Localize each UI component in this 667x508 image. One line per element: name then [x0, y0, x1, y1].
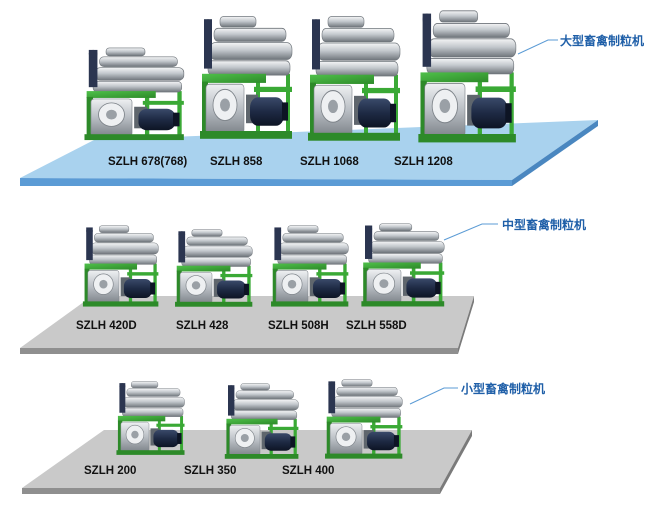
- model-label: SZLH 858: [210, 156, 263, 168]
- medium-machines: [82, 223, 445, 308]
- category-callout-line: [409, 387, 458, 405]
- machine-szlh-508h: [270, 225, 349, 307]
- category-label-medium: 中型畜禽制粒机: [502, 217, 586, 232]
- machine-szlh-420d: [82, 225, 159, 307]
- model-label: SZLH 1068: [300, 156, 359, 168]
- machine-szlh-428: [174, 229, 253, 308]
- model-label: SZLH 200: [84, 465, 136, 477]
- small-machines: [116, 379, 403, 460]
- model-label: SZLH 420D: [76, 320, 137, 332]
- machine-szlh-678: [83, 47, 185, 141]
- model-label: SZLH 428: [176, 320, 229, 332]
- machine-szlh-558d: [360, 223, 445, 307]
- category-callout-line: [517, 39, 558, 55]
- category-callout-line: [443, 223, 498, 241]
- model-label: SZLH 350: [184, 465, 236, 477]
- model-label: SZLH 400: [282, 465, 334, 477]
- model-label: SZLH 508H: [268, 320, 329, 332]
- large-machines: [83, 10, 517, 144]
- machine-szlh-350: [224, 383, 299, 460]
- category-label-small: 小型畜禽制粒机: [461, 381, 545, 396]
- machine-szlh-1068: [307, 15, 401, 142]
- model-label: SZLH 1208: [394, 156, 453, 168]
- medium-platform: [20, 296, 474, 354]
- category-label-large: 大型畜禽制粒机: [560, 33, 644, 48]
- machine-szlh-1208: [417, 10, 517, 144]
- model-label: SZLH 678(768): [108, 156, 187, 168]
- machine-szlh-200: [116, 381, 185, 456]
- model-label: SZLH 558D: [346, 320, 407, 332]
- machine-szlh-858: [199, 15, 293, 140]
